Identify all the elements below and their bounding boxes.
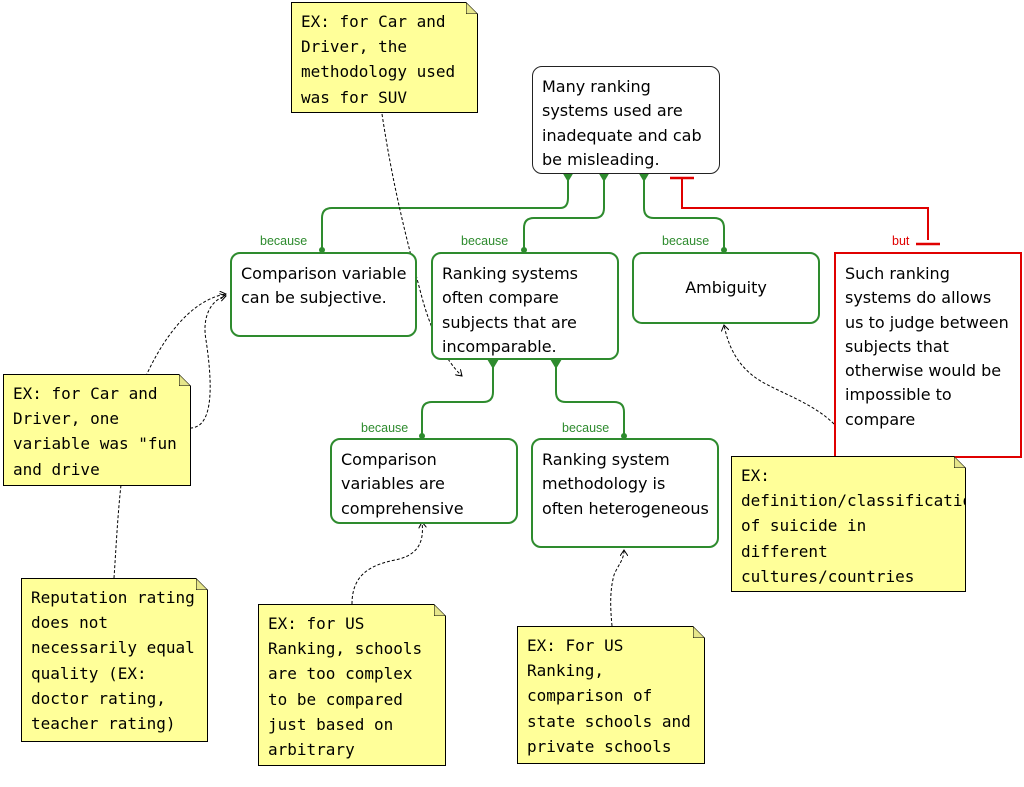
connector-fun-to-subjective <box>189 296 226 429</box>
note-car-driver-fun[interactable]: EX: for Car and Driver, one variable was… <box>3 374 191 486</box>
because-label: because <box>461 234 509 248</box>
note-text: Reputation rating does not necessarily e… <box>31 588 195 734</box>
link-objection-to-root <box>681 178 929 240</box>
reason-node-ambiguity[interactable]: Ambiguity <box>632 252 820 324</box>
note-reputation[interactable]: Reputation rating does not necessarily e… <box>21 578 208 742</box>
but-label: but <box>892 234 910 248</box>
note-text: EX: for US Ranking, schools are too comp… <box>268 614 423 785</box>
note-fold-icon <box>954 456 966 468</box>
because-label: because <box>662 234 710 248</box>
note-fold-icon <box>693 626 705 638</box>
link-ambiguity-to-root <box>643 176 725 252</box>
note-text: EX: definition/classification of suicide… <box>741 466 982 586</box>
reason-node-incomparable[interactable]: Ranking systems often compare subjects t… <box>431 252 619 360</box>
link-comprehensive-to-incomparable <box>421 362 494 438</box>
objection-node[interactable]: Such ranking systems do allows us to jud… <box>834 252 1022 458</box>
note-suicide[interactable]: EX: definition/classification of suicide… <box>731 456 966 592</box>
link-subjective-to-root <box>321 176 569 252</box>
reason-node-subjective[interactable]: Comparison variable can be subjective. <box>230 252 417 337</box>
connector-complex-to-comprehensive <box>351 522 422 605</box>
because-label: because <box>260 234 308 248</box>
note-fold-icon <box>179 374 191 386</box>
because-label: because <box>361 421 409 435</box>
note-fold-icon <box>466 2 478 14</box>
note-fold-icon <box>196 578 208 590</box>
note-text: EX: for Car and Driver, the methodology … <box>301 12 456 107</box>
note-car-driver-suv[interactable]: EX: for Car and Driver, the methodology … <box>291 2 478 113</box>
note-us-ranking-complex[interactable]: EX: for US Ranking, schools are too comp… <box>258 604 446 766</box>
connector-state-to-heterogeneous <box>610 550 624 627</box>
link-heterogeneous-to-incomparable <box>555 362 625 438</box>
reason-node-comprehensive[interactable]: Comparison variables are comprehensive <box>330 438 518 524</box>
note-fold-icon <box>434 604 446 616</box>
note-text: EX: For US Ranking, comparison of state … <box>527 636 691 756</box>
main-claim-node[interactable]: Many ranking systems used are inadequate… <box>532 66 720 174</box>
link-endpoints <box>319 172 727 439</box>
link-incomparable-to-root <box>523 176 605 252</box>
reason-node-heterogeneous[interactable]: Ranking system methodology is often hete… <box>531 438 719 548</box>
connector-suicide-to-ambiguity <box>724 325 835 425</box>
because-label: because <box>562 421 610 435</box>
note-us-ranking-state[interactable]: EX: For US Ranking, comparison of state … <box>517 626 705 764</box>
note-text: EX: for Car and Driver, one variable was… <box>13 384 177 479</box>
